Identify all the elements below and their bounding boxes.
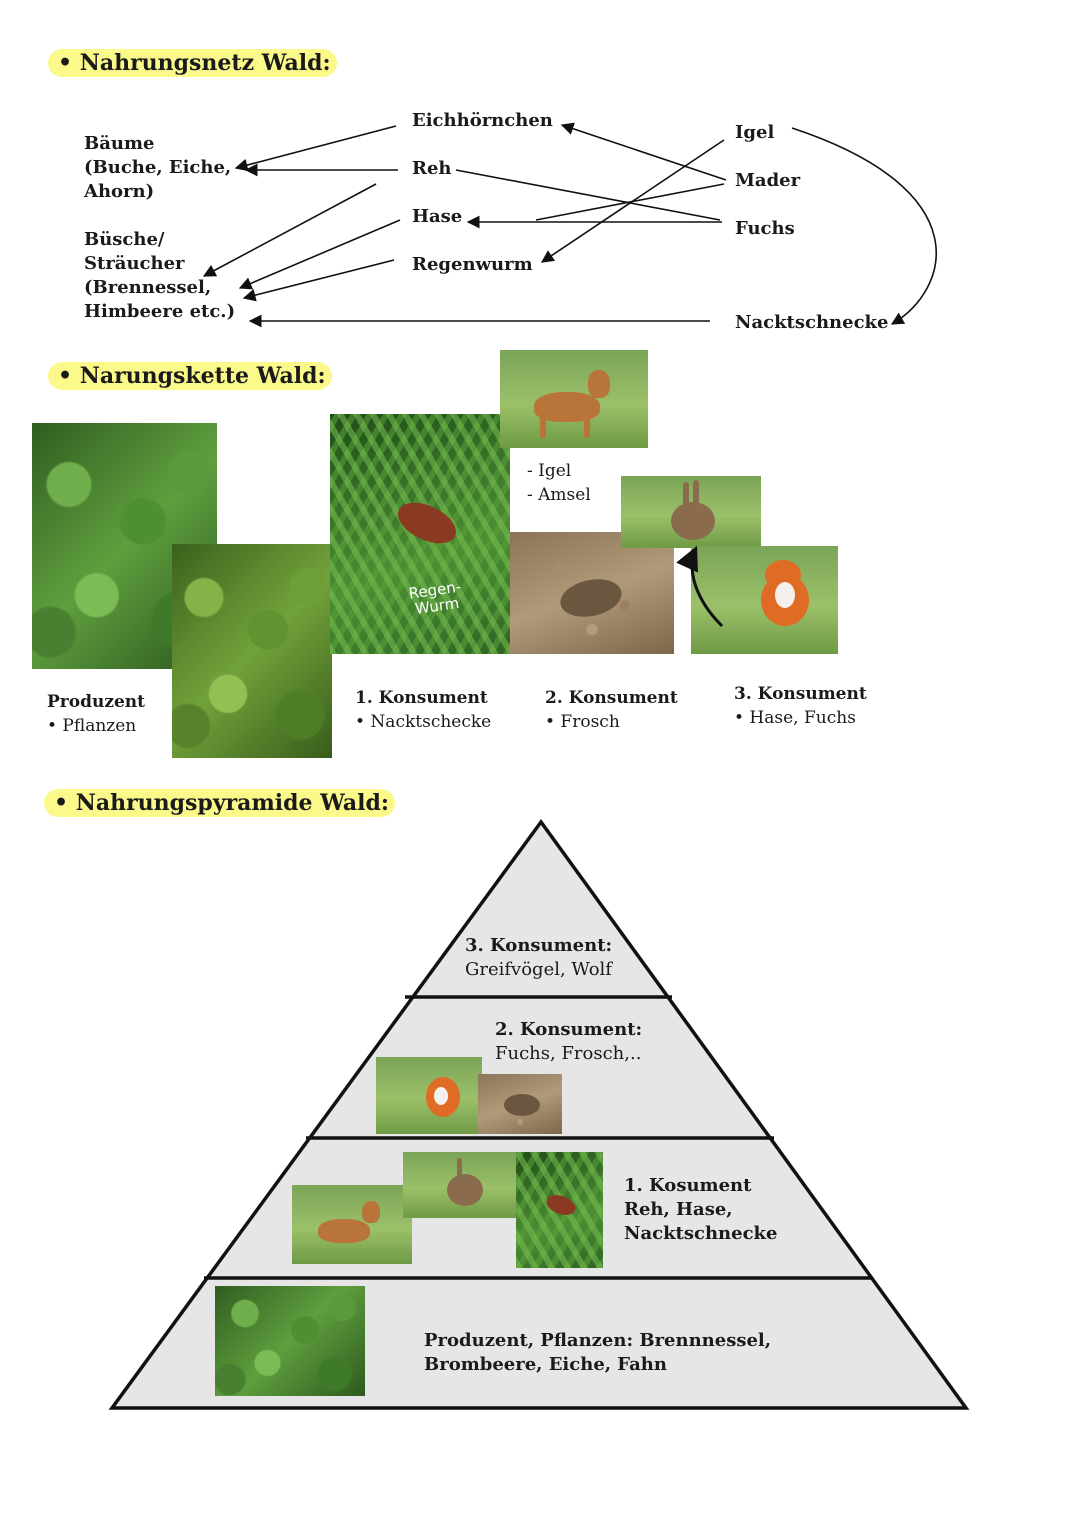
arrow-marten-squirrel — [560, 122, 727, 181]
deer-head — [588, 370, 610, 398]
pyramid-tier-title: 2. Konsument: — [495, 1019, 643, 1040]
chain-level-consumer-3: 3. Konsument • Hase, Fuchs — [734, 682, 867, 730]
chain-arrow — [676, 545, 724, 628]
web-node-shrubs-line: (Brennessel, — [84, 277, 212, 298]
pyramid-tier-3: 3. Konsument: Greifvögel, Wolf — [465, 934, 612, 982]
web-node-shrubs-line: Sträucher — [84, 253, 185, 274]
pyramid-photo-fern-slug — [516, 1152, 603, 1268]
web-node-shrubs: Büsche/ Sträucher (Brennessel, Himbeere … — [84, 228, 235, 324]
web-node-squirrel: Eichhörnchen — [412, 110, 553, 131]
web-node-shrubs-line: Himbeere etc.) — [84, 301, 236, 322]
chain-level-title: 1. Konsument — [355, 688, 488, 708]
pyramid-tier-text: Fuchs, Frosch,.. — [495, 1043, 642, 1064]
chain-level-item: • Hase, Fuchs — [734, 708, 856, 728]
deer-head — [362, 1201, 380, 1223]
heading-food-chain: • Narungskette Wald: — [48, 362, 332, 390]
arrow-earthworm-shrubs — [242, 259, 395, 302]
hare-ear — [693, 480, 699, 506]
heading-food-web: • Nahrungsnetz Wald: — [48, 49, 337, 77]
fox-chest — [775, 582, 795, 608]
pyramid-photo-deer — [292, 1185, 412, 1264]
pyramid-photo-fox — [376, 1057, 482, 1134]
chain-side-item: - Igel — [527, 461, 572, 481]
pyramid-tier-line: 1. Kosument — [624, 1175, 752, 1196]
web-node-slug: Nacktschnecke — [735, 312, 889, 333]
chain-side-item: - Amsel — [527, 485, 591, 505]
arrow-hare-shrubs — [238, 219, 401, 290]
chain-level-title: Produzent — [47, 692, 146, 712]
hare-ear — [683, 482, 689, 508]
pyramid-tier-base: Produzent, Pflanzen: Brennnessel, Brombe… — [424, 1329, 771, 1377]
chain-side-list: - Igel - Amsel — [527, 459, 591, 507]
pyramid-tier-text: Greifvögel, Wolf — [465, 959, 612, 980]
deer-leg — [584, 416, 590, 438]
photo-fox — [691, 546, 838, 654]
pyramid-tier-line: Produzent, Pflanzen: Brennnessel, — [424, 1330, 772, 1351]
web-node-trees-line: Bäume — [84, 133, 155, 154]
web-node-trees: Bäume (Buche, Eiche, Ahorn) — [84, 132, 231, 204]
deer-leg — [540, 416, 546, 438]
pyramid-tier-line: Brombeere, Eiche, Fahn — [424, 1354, 667, 1375]
chain-level-item: • Frosch — [545, 712, 620, 732]
photo-deer — [500, 350, 648, 448]
photo-fern-slug: Regen-Wurm — [330, 414, 510, 654]
pyramid-photo-toad — [478, 1074, 562, 1134]
toad-shape — [504, 1094, 540, 1116]
chain-level-item: • Nacktschecke — [355, 712, 492, 732]
slug-shape — [543, 1191, 579, 1219]
web-node-hedgehog: Igel — [735, 122, 775, 143]
pyramid-tier-1: 1. Kosument Reh, Hase, Nacktschnecke — [624, 1174, 777, 1246]
chain-level-consumer-2: 2. Konsument • Frosch — [545, 686, 678, 734]
web-node-shrubs-line: Büsche/ — [84, 229, 165, 250]
pyramid-tier-line: Nacktschnecke — [624, 1223, 778, 1244]
deer-body — [318, 1219, 370, 1243]
line-fox-deer — [455, 169, 721, 221]
web-node-trees-line: (Buche, Eiche, — [84, 157, 232, 178]
pyramid-tier-line: Reh, Hase, — [624, 1199, 733, 1220]
chain-level-item: • Pflanzen — [47, 716, 137, 736]
pyramid-tier-2: 2. Konsument: Fuchs, Frosch,.. — [495, 1018, 642, 1066]
web-node-earthworm: Regenwurm — [412, 254, 533, 275]
web-node-hare: Hase — [412, 206, 463, 227]
web-node-deer: Reh — [412, 158, 452, 179]
web-node-marten: Mader — [735, 170, 801, 191]
web-node-trees-line: Ahorn) — [84, 181, 155, 202]
chain-level-producer: Produzent • Pflanzen — [47, 690, 145, 738]
photo-plants-bramble — [172, 544, 332, 758]
heading-food-pyramid: • Nahrungspyramide Wald: — [44, 789, 396, 817]
fox-chest — [434, 1087, 448, 1105]
pyramid-photo-plants — [215, 1286, 365, 1396]
arrow-deer-shrubs — [202, 183, 377, 277]
chain-level-title: 3. Konsument — [734, 684, 867, 704]
web-node-fox: Fuchs — [735, 218, 795, 239]
hare-body — [447, 1174, 483, 1206]
pyramid-photo-hare — [403, 1152, 517, 1218]
chain-level-title: 2. Konsument — [545, 688, 678, 708]
pyramid-tier-title: 3. Konsument: — [465, 935, 613, 956]
hare-ear — [457, 1158, 462, 1180]
chain-level-consumer-1: 1. Konsument • Nacktschecke — [355, 686, 491, 734]
line-marten-hare — [535, 183, 725, 221]
arrow-squirrel-trees — [234, 125, 397, 172]
hare-body — [671, 502, 715, 540]
photo-toad — [510, 532, 674, 654]
photo-hare — [621, 476, 761, 548]
food-web-arrows — [202, 122, 937, 328]
arrow-hedgehog-slug — [791, 127, 937, 325]
